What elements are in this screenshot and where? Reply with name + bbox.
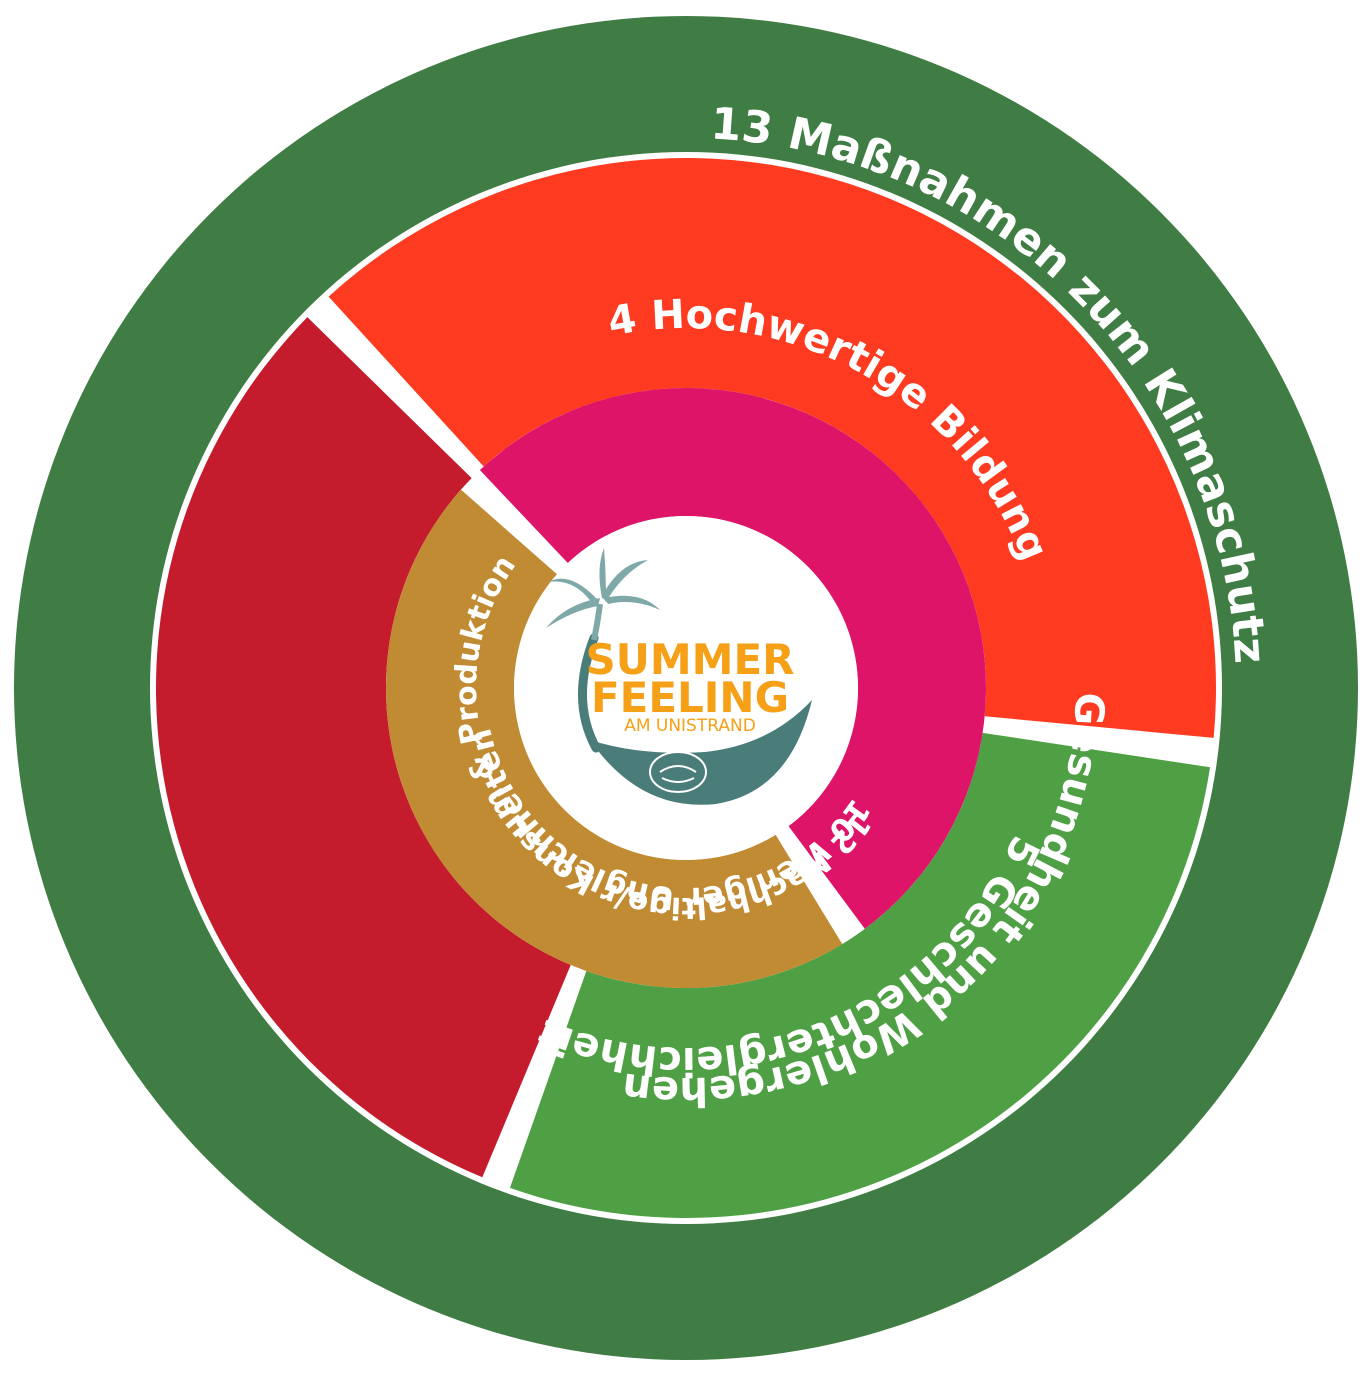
palm-tree-icon: [546, 548, 660, 641]
segment-goal-3: [509, 732, 1211, 1218]
segment-goal-12: [385, 489, 843, 989]
segment-goal-4: [156, 317, 571, 1178]
segment-goal-10: [479, 388, 986, 929]
logo-line-feeling: FEELING: [591, 673, 789, 722]
segment-goal-5: [328, 158, 1216, 738]
island-bowl-shape: [590, 700, 812, 805]
logo-line-summer: SUMMER: [586, 635, 795, 684]
logo-line-am-unistrand: AM UNISTRAND: [624, 716, 756, 736]
palm-trunk-arc: [578, 633, 601, 753]
badge-emblem-icon: [649, 751, 707, 793]
summer-feeling-logo: SUMMER FEELING AM UNISTRAND: [546, 548, 812, 805]
